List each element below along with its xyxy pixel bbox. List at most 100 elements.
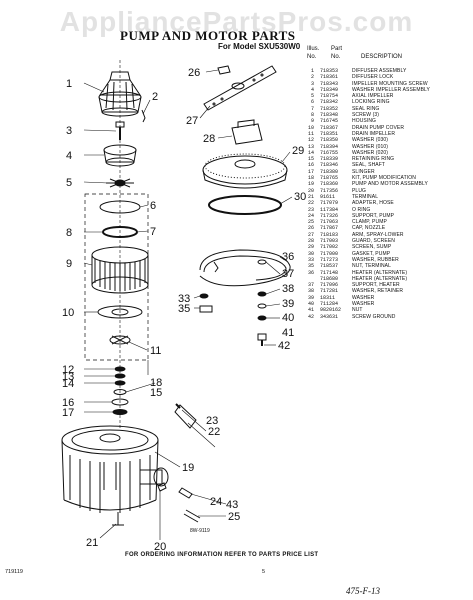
callout-41: 41 (282, 327, 294, 339)
part-number: 718350 (320, 137, 339, 144)
part-number: 711284 (320, 300, 339, 307)
part-description: SUPPORT, PUMP (352, 212, 395, 219)
callout-27: 27 (186, 115, 198, 127)
callout-10: 10 (62, 307, 74, 319)
callout-labels-left: 1 2 3 4 5 6 7 8 9 10 11 12 13 14 15 16 1… (62, 78, 240, 553)
part-illus-no: 20 (307, 187, 314, 194)
part-illus-no: 15 (307, 156, 314, 163)
part-number: 718351 (320, 130, 339, 137)
callout-12: 12 (62, 364, 74, 376)
part-illus-no: 22 (307, 200, 314, 207)
callout-40: 40 (282, 312, 294, 324)
part-illus-no: 38 (307, 288, 314, 295)
part-description: GASKET, PUMP (352, 250, 391, 257)
callout-29: 29 (292, 145, 304, 157)
part-description: DIFFUSER ASSEMBLY (352, 68, 407, 74)
part-number: 718754 (320, 93, 339, 100)
part-number: 718361 (320, 74, 339, 81)
parts-row: 2 718361 DIFFUSER LOCK (302, 74, 472, 80)
part-description: HEATER (ALTERNATE) (352, 275, 408, 282)
part-illus-no: 11 (307, 130, 314, 137)
page-title: PUMP AND MOTOR PARTS (120, 28, 296, 43)
washer-020-part (114, 380, 126, 386)
part-number: 718342 (320, 99, 339, 106)
parts-row: 6 718342 LOCKING RING (302, 99, 472, 105)
part-illus-no: 14 (307, 149, 314, 156)
part-number: 718353 (320, 68, 339, 74)
part-description: DRAIN PUMP COVER (352, 124, 405, 131)
part-illus-no: 25 (307, 219, 314, 226)
model-line: For Model SXU530W0 (218, 42, 301, 51)
washer-impeller-part (103, 144, 137, 167)
part-description: O RING (352, 206, 371, 213)
part-illus-no: 23 (307, 206, 314, 213)
handwritten-note: 475-F-13 (346, 586, 380, 596)
part-number: 718183 (320, 231, 339, 238)
part-number: 718349 (320, 86, 339, 93)
part-illus-no: 7 (310, 105, 314, 112)
part-description: DIFFUSER LOCK (352, 74, 394, 81)
header-no: No. (307, 54, 317, 60)
part-number: 717079 (320, 200, 339, 207)
part-number: 718765 (320, 175, 339, 182)
callout-16: 16 (62, 397, 74, 409)
callout-23: 23 (206, 415, 218, 427)
parts-row: 10 718367 DRAIN PUMP COVER (302, 125, 472, 131)
washer-030-part (114, 366, 126, 372)
callout-35: 35 (178, 303, 190, 315)
part-number: 717281 (320, 288, 339, 295)
part-description: LOCKING RING (352, 99, 390, 106)
part-description: PUMP AND MOTOR ASSEMBLY (352, 181, 428, 188)
part-number: 716745 (320, 118, 339, 125)
callout-4: 4 (66, 150, 72, 162)
heater-nut-part (257, 333, 267, 341)
part-description: WASHER (352, 294, 375, 301)
part-description: DRAIN IMPELLER (352, 130, 396, 137)
part-number: 343631 (320, 313, 339, 320)
part-description: HEATER (ALTERNATE) (352, 269, 408, 276)
part-illus-no: 10 (307, 124, 314, 131)
terminal-nut-part (199, 305, 213, 313)
part-illus-no: 5 (310, 93, 314, 100)
part-illus-no: 36 (307, 269, 314, 276)
callout-6: 6 (150, 200, 156, 212)
part-number: 718367 (320, 124, 339, 131)
callout-2: 2 (152, 91, 158, 103)
part-illus-no: 41 (307, 307, 314, 314)
terminal-screw-part (178, 487, 193, 499)
part-description: WASHER (352, 300, 375, 307)
callout-14: 14 (62, 378, 74, 390)
part-illus-no: 6 (310, 99, 314, 106)
part-description: ADAPTER, HOSE (352, 200, 394, 207)
callout-5: 5 (66, 177, 72, 189)
callout-3: 3 (66, 125, 72, 137)
part-number: 718339 (320, 156, 339, 163)
part-number: 717096 (320, 282, 339, 289)
part-description: WASHER (010) (352, 143, 389, 150)
part-number: 18311 (320, 294, 336, 301)
part-description: RETAINING RING (352, 156, 395, 163)
part-illus-no: 8 (310, 112, 314, 119)
pump-motor-assembly-part (61, 425, 169, 513)
part-illus-no: 39 (307, 294, 314, 301)
rubber-washer-part (199, 293, 209, 299)
part-number: 9820162 (320, 307, 342, 314)
callout-15: 15 (150, 387, 162, 399)
part-description: SLINGER (352, 168, 375, 175)
callout-24: 24 (210, 496, 222, 508)
part-illus-no: 3 (310, 80, 314, 87)
part-illus-no: 2 (310, 74, 314, 81)
